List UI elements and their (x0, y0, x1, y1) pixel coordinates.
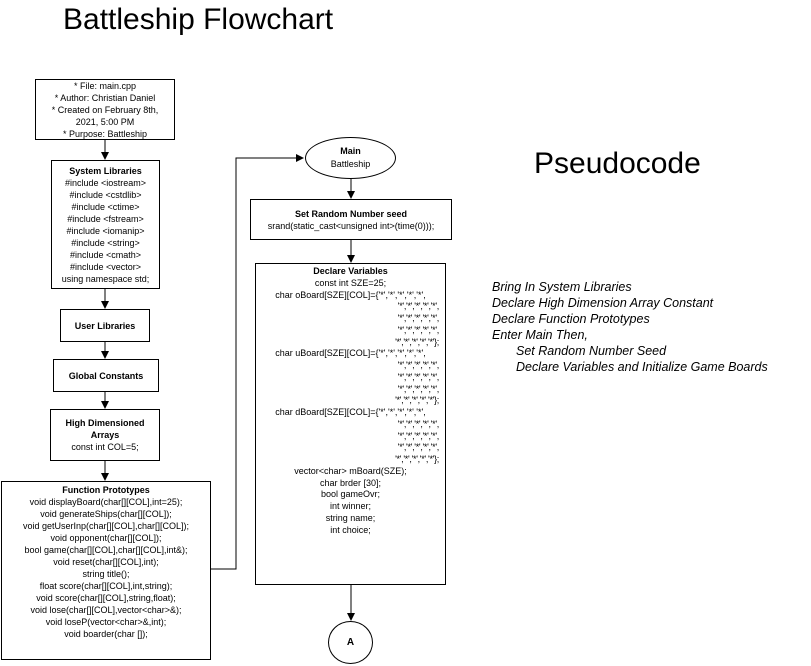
box-heading: Global Constants (68, 370, 144, 381)
variable-line: int choice; (330, 524, 371, 535)
board-declaration-u: char uBoard[SZE][COL]={'*','*','*','*','… (256, 348, 445, 407)
variable-line: char brder [30]; (319, 477, 382, 488)
connector-a: A (328, 621, 373, 664)
high-dimensioned-arrays-box: High Dimensioned Arrays const int COL=5; (50, 409, 160, 461)
library-line: #include <vector> (69, 261, 142, 272)
prototype-line: void generateShips(char[][COL]); (40, 509, 172, 519)
box-heading: High Dimensioned (65, 418, 145, 428)
header-line: * File: main.cpp (73, 80, 137, 91)
file-header-box: * File: main.cpp * Author: Christian Dan… (35, 79, 175, 140)
library-line: #include <cmath> (69, 249, 142, 260)
board-row: '*','*','*','*','*', (397, 383, 440, 394)
main-heading: Main (340, 146, 361, 156)
main-subtitle: Battleship (330, 159, 371, 169)
header-line: 2021, 5:00 PM (75, 116, 135, 127)
variable-line: const int SZE=25; (314, 277, 387, 288)
board-row: '*','*','*','*','*'}; (395, 454, 439, 464)
prototype-line: float score(char[][COL],int,string); (39, 581, 173, 591)
box-heading: System Libraries (69, 165, 142, 176)
prototype-line: void getUserInp(char[][COL],char[][COL])… (22, 521, 190, 531)
header-line: * Purpose: Battleship (62, 128, 148, 139)
page-title: Battleship Flowchart (63, 3, 334, 36)
board-first-line: char uBoard[SZE][COL]={'*','*','*','*','… (275, 348, 426, 359)
board-first-line: char oBoard[SZE][COL]={'*','*','*','*','… (275, 289, 426, 300)
box-heading: Set Random Number seed (294, 208, 408, 219)
pseudocode-indented-line: Declare Variables and Initialize Game Bo… (516, 360, 768, 374)
board-declaration-d: char dBoard[SZE][COL]={'*','*','*','*','… (256, 407, 445, 466)
main-terminal: Main Battleship (305, 137, 396, 179)
prototype-line: void lose(char[][COL],vector<char>&); (30, 605, 182, 615)
system-libraries-box: System Libraries #include <iostream> #in… (51, 160, 160, 289)
prototype-line: void opponent(char[][COL]); (50, 533, 162, 543)
pseudocode-text: Bring In System Libraries Declare High D… (492, 279, 768, 375)
constant-line: const int COL=5; (71, 442, 139, 452)
prototype-line: void boarder(char []); (64, 629, 148, 639)
library-line: using namespace std; (61, 273, 150, 284)
board-row: '*','*','*','*','*', (397, 313, 440, 323)
prototype-line: bool game(char[][COL],char[][COL],int&); (24, 545, 188, 555)
board-row: '*','*','*','*','*', (397, 360, 440, 370)
box-heading: Function Prototypes (62, 485, 150, 495)
pseudocode-line: Declare Function Prototypes (492, 312, 650, 326)
seed-line: srand(static_cast<unsigned int>(time(0))… (267, 220, 435, 231)
board-row: '*','*','*','*','*', (397, 324, 440, 335)
board-row: '*','*','*','*','*', (397, 418, 440, 429)
prototype-line: void reset(char[][COL],int); (53, 557, 159, 567)
pseudocode-line: Bring In System Libraries (492, 280, 632, 294)
board-row: '*','*','*','*','*', (397, 301, 440, 312)
variable-line: string name; (325, 512, 376, 523)
variable-line: vector<char> mBoard(SZE); (294, 465, 407, 476)
library-line: #include <iomanip> (66, 225, 145, 236)
library-line: #include <ctime> (71, 201, 140, 212)
library-line: #include <fstream> (67, 213, 144, 224)
pseudocode-indented-line: Set Random Number Seed (516, 344, 667, 358)
header-line: * Created on February 8th, (51, 104, 159, 115)
board-row: '*','*','*','*','*'}; (395, 395, 439, 406)
header-line: * Author: Christian Daniel (54, 92, 156, 103)
global-constants-box: Global Constants (53, 359, 159, 392)
variable-line: bool gameOvr; (320, 489, 381, 500)
library-line: #include <cstdlib> (69, 189, 142, 200)
box-heading: Arrays (90, 430, 120, 440)
board-declaration-o: char oBoard[SZE][COL]={'*','*','*','*','… (256, 290, 445, 349)
pseudocode-line: Declare High Dimension Array Constant (492, 296, 714, 310)
variable-line: int winner; (329, 501, 372, 511)
prototype-line: void score(char[][COL],string,float); (36, 593, 176, 603)
board-row: '*','*','*','*','*'}; (395, 336, 439, 347)
arrow-prototypes-to-main (210, 154, 304, 570)
box-heading: User Libraries (74, 320, 136, 331)
board-first-line: char dBoard[SZE][COL]={'*','*','*','*','… (275, 407, 426, 417)
declare-variables-box: Declare Variables const int SZE=25; char… (255, 263, 446, 585)
pseudocode-line: Enter Main Then, (492, 328, 588, 342)
library-line: #include <iostream> (64, 177, 147, 188)
prototype-line: void loseP(vector<char>&,int); (45, 617, 167, 627)
prototype-line: void displayBoard(char[][COL],int=25); (29, 497, 183, 507)
box-heading: Declare Variables (313, 266, 388, 276)
pseudocode-title: Pseudocode (534, 147, 701, 180)
user-libraries-box: User Libraries (60, 309, 150, 342)
function-prototypes-box: Function Prototypes void displayBoard(ch… (1, 481, 211, 660)
library-line: #include <string> (71, 237, 140, 248)
connector-label: A (346, 637, 355, 648)
board-row: '*','*','*','*','*', (397, 430, 440, 441)
board-row: '*','*','*','*','*', (397, 442, 440, 453)
random-seed-box: Set Random Number seed srand(static_cast… (250, 199, 452, 240)
board-row: '*','*','*','*','*', (397, 371, 440, 382)
prototype-line: string title(); (82, 569, 130, 579)
